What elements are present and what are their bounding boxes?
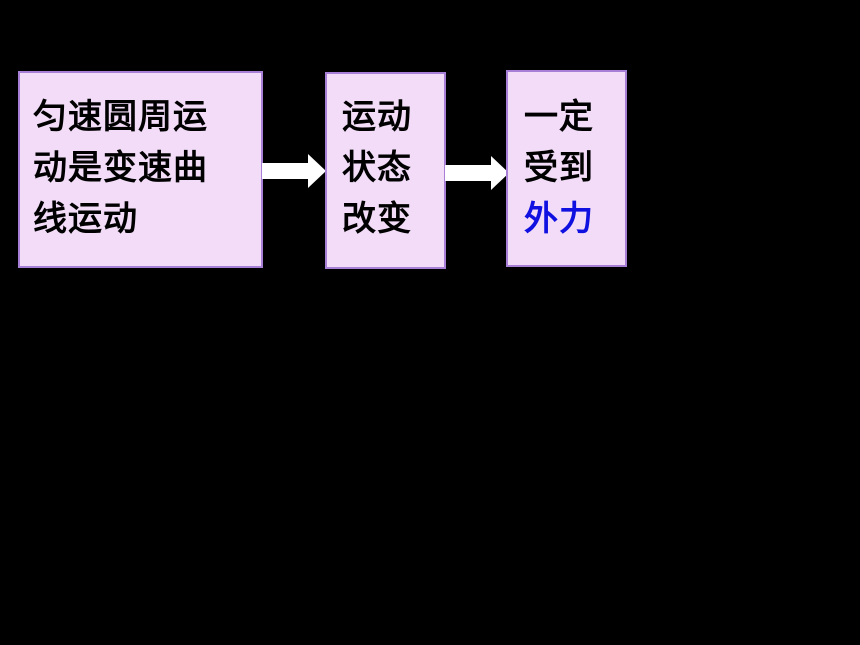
box3-text: 一定 受到 外力: [524, 92, 594, 245]
box-motion-state-change: [325, 72, 446, 269]
arrow-1: [262, 154, 326, 188]
box1-line-3: 线运动: [33, 199, 138, 239]
box2-line-3: 改变: [342, 199, 412, 239]
box2-text: 运动 状态 改变: [342, 92, 412, 245]
box3-line-3: 外力: [524, 199, 594, 239]
box2-line-1: 运动: [342, 97, 412, 137]
box1-text: 匀速圆周运 动是变速曲 线运动: [33, 92, 208, 245]
box-uniform-circular-motion: [18, 71, 263, 268]
box-external-force: [506, 70, 627, 267]
arrow-1-shape: [262, 154, 326, 188]
arrow-2-shape: [445, 156, 509, 190]
box1-line-1: 匀速圆周运: [33, 97, 208, 137]
box3-line-1: 一定: [524, 97, 594, 137]
box1-line-2: 动是变速曲: [33, 148, 208, 188]
arrow-2: [445, 156, 509, 190]
box2-line-2: 状态: [342, 148, 412, 188]
box3-line-2: 受到: [524, 148, 594, 188]
